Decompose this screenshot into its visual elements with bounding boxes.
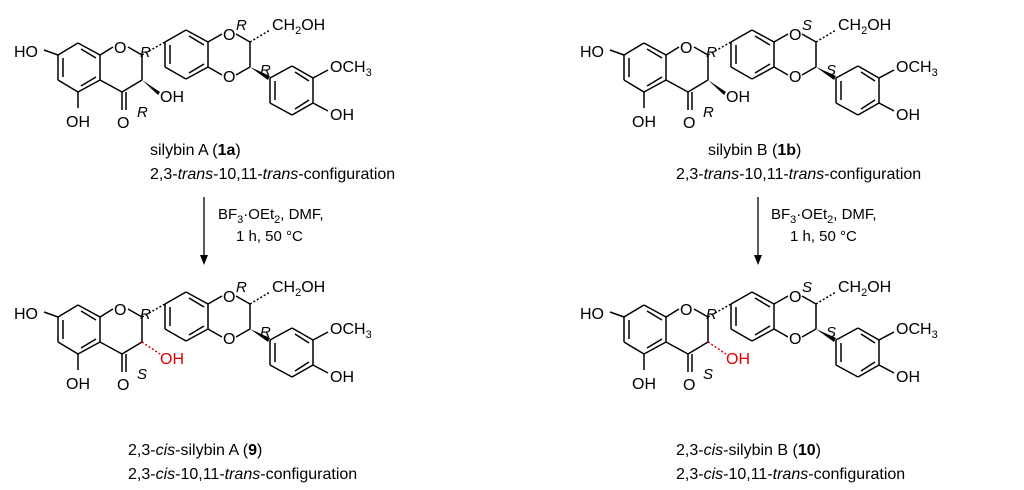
molecule-1a: HO OH O O OH O O CH2OH OCH3 OH R R R R xyxy=(14,17,372,132)
stereo-c2: R xyxy=(140,306,151,323)
label-ho: HO xyxy=(580,306,604,323)
label-o-carbonyl: O xyxy=(117,377,129,394)
stereo-c11: R xyxy=(260,62,271,79)
stereo-c10: R xyxy=(236,279,247,296)
label-ch2oh: CH2OH xyxy=(272,17,325,37)
label-oh-c3: OH xyxy=(726,89,750,106)
label-o-ring: O xyxy=(680,40,692,57)
label-oh-c5: OH xyxy=(632,376,656,393)
caption-1a: silybin A (1a) 2,3-trans-10,11-trans-con… xyxy=(150,142,395,183)
label-o-dioxane-top: O xyxy=(223,27,235,44)
molecule-1b: HO OH O O OH O O CH2OH OCH3 OH R R S S xyxy=(580,17,938,132)
label-oh-c3: OH xyxy=(160,351,184,368)
label-oh-c4prime: OH xyxy=(330,369,354,386)
caption-1b: silybin B (1b) 2,3-trans-10,11-trans-con… xyxy=(676,142,921,183)
conditions-left: BF3·OEt2, DMF, 1 h, 50 °C xyxy=(218,206,324,245)
label-o-carbonyl: O xyxy=(683,377,695,394)
caption-9: 2,3-cis-silybin A (9) 2,3-cis-10,11-tran… xyxy=(128,442,357,483)
label-o-ring: O xyxy=(114,302,126,319)
stereo-c10: S xyxy=(802,279,812,296)
label-och3: OCH3 xyxy=(330,59,372,79)
stereo-c3: R xyxy=(703,104,714,121)
label-oh-c3: OH xyxy=(160,89,184,106)
label-o-dioxane-top: O xyxy=(789,289,801,306)
reaction-arrow-right xyxy=(754,197,762,265)
stereo-c10: R xyxy=(236,17,247,34)
label-o-carbonyl: O xyxy=(117,115,129,132)
stereo-c11: R xyxy=(260,324,271,341)
label-o-ring: O xyxy=(680,302,692,319)
label-ho: HO xyxy=(14,44,38,61)
reaction-arrow-left xyxy=(200,197,208,265)
label-o-dioxane-bot: O xyxy=(789,69,801,86)
label-o-dioxane-bot: O xyxy=(223,331,235,348)
label-och3: OCH3 xyxy=(896,59,938,79)
label-o-dioxane-bot: O xyxy=(789,331,801,348)
svg-text:2,3-cis-silybin A (9): 2,3-cis-silybin A (9) xyxy=(128,442,262,459)
label-o-carbonyl: O xyxy=(683,115,695,132)
label-o-ring: O xyxy=(114,40,126,57)
stereo-c11: S xyxy=(826,62,836,79)
caption-10: 2,3-cis-silybin B (10) 2,3-cis-10,11-tra… xyxy=(676,442,905,483)
label-oh-c4prime: OH xyxy=(330,107,354,124)
label-ch2oh: CH2OH xyxy=(838,279,891,299)
label-ho: HO xyxy=(14,306,38,323)
label-och3: OCH3 xyxy=(896,321,938,341)
label-ho: HO xyxy=(580,44,604,61)
svg-text:1 h, 50 °C: 1 h, 50 °C xyxy=(236,228,303,245)
label-och3: OCH3 xyxy=(330,321,372,341)
molecule-9: HO OH O O OH O O CH2OH OCH3 OH R S R R xyxy=(14,279,372,394)
molecule-10: HO OH O O OH O O CH2OH OCH3 OH R S S S xyxy=(580,279,938,394)
svg-text:silybin B (1b): silybin B (1b) xyxy=(708,142,801,159)
stereo-c11: S xyxy=(826,324,836,341)
label-o-dioxane-top: O xyxy=(223,289,235,306)
label-oh-c4prime: OH xyxy=(896,107,920,124)
label-oh-c3: OH xyxy=(726,351,750,368)
label-oh-c5: OH xyxy=(66,114,90,131)
svg-text:BF3·OEt2, DMF,: BF3·OEt2, DMF, xyxy=(218,206,324,226)
svg-text:BF3·OEt2, DMF,: BF3·OEt2, DMF, xyxy=(771,206,877,226)
label-ch2oh: CH2OH xyxy=(272,279,325,299)
label-o-dioxane-top: O xyxy=(789,27,801,44)
svg-text:2,3-trans-10,11-trans-configur: 2,3-trans-10,11-trans-configuration xyxy=(676,166,921,183)
stereo-c3: S xyxy=(137,366,147,383)
svg-text:2,3-trans-10,11-trans-configur: 2,3-trans-10,11-trans-configuration xyxy=(150,166,395,183)
stereo-c10: S xyxy=(802,17,812,34)
svg-text:2,3-cis-10,11-trans-configurat: 2,3-cis-10,11-trans-configuration xyxy=(676,466,905,483)
conditions-right: BF3·OEt2, DMF, 1 h, 50 °C xyxy=(771,206,877,245)
stereo-c2: R xyxy=(706,44,717,61)
label-ch2oh: CH2OH xyxy=(838,17,891,37)
svg-text:2,3-cis-silybin B (10): 2,3-cis-silybin B (10) xyxy=(676,442,821,459)
stereo-c2: R xyxy=(706,306,717,323)
stereo-c3: S xyxy=(703,366,713,383)
label-o-dioxane-bot: O xyxy=(223,69,235,86)
label-oh-c4prime: OH xyxy=(896,369,920,386)
label-oh-c5: OH xyxy=(632,114,656,131)
svg-text:silybin A (1a): silybin A (1a) xyxy=(150,142,241,159)
label-oh-c5: OH xyxy=(66,376,90,393)
stereo-c3: R xyxy=(137,104,148,121)
svg-text:2,3-cis-10,11-trans-configurat: 2,3-cis-10,11-trans-configuration xyxy=(128,466,357,483)
svg-text:1 h, 50 °C: 1 h, 50 °C xyxy=(790,228,857,245)
stereo-c2: R xyxy=(140,44,151,61)
